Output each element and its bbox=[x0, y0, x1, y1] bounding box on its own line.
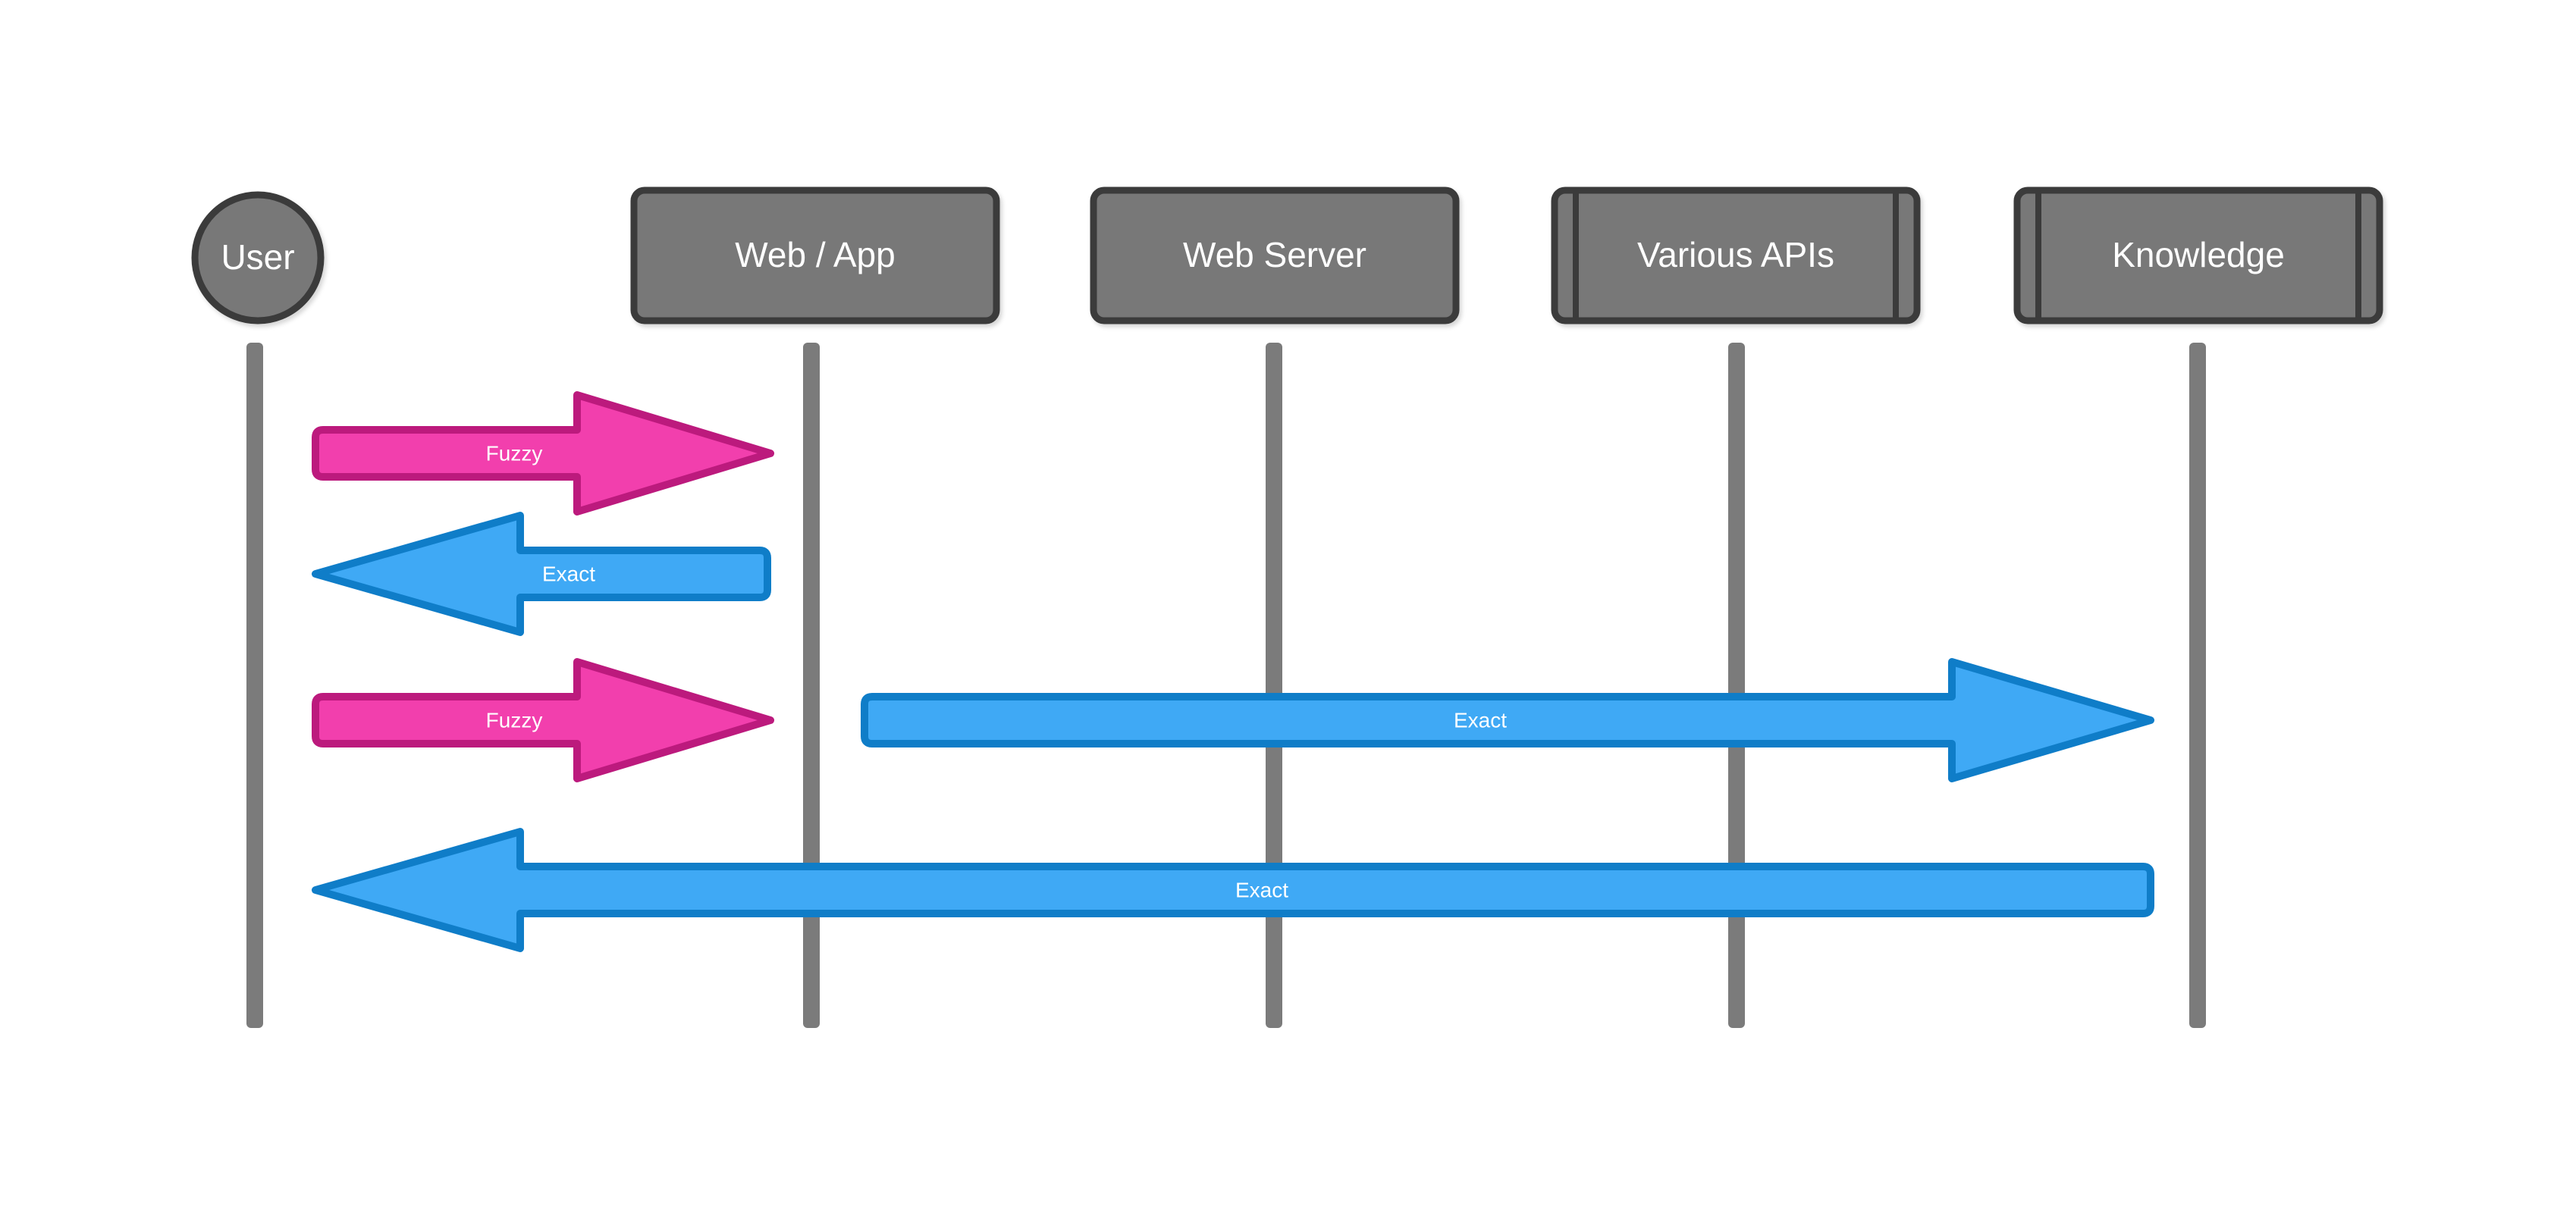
participant-box-web-server[interactable] bbox=[1090, 186, 1460, 324]
lifeline-user bbox=[246, 343, 263, 1028]
arrow-exact-left-msg-2[interactable] bbox=[312, 512, 771, 636]
participant-web-app[interactable]: Web / App bbox=[630, 186, 1000, 324]
actor-circle-user[interactable] bbox=[191, 191, 325, 324]
participant-label-web-app: Web / App bbox=[735, 235, 895, 274]
participant-label-user: User bbox=[221, 237, 294, 277]
participant-label-web-server: Web Server bbox=[1183, 235, 1366, 274]
arrow-exact-left-msg-5[interactable] bbox=[312, 828, 2154, 952]
message-label-msg-2: Exact bbox=[542, 562, 595, 585]
participant-label-knowledge: Knowledge bbox=[2112, 235, 2285, 274]
participant-user[interactable]: User bbox=[191, 191, 325, 324]
participants-layer: User Web / App Web Server Various APIs Knowl… bbox=[191, 186, 2383, 324]
message-label-msg-3: Fuzzy bbox=[486, 708, 543, 732]
message-msg-3[interactable]: Fuzzy bbox=[312, 658, 774, 782]
participant-box-knowledge[interactable] bbox=[2013, 186, 2383, 324]
lifeline-various-apis bbox=[1728, 343, 1745, 1028]
message-label-msg-5: Exact bbox=[1235, 878, 1288, 901]
participant-various-apis[interactable]: Various APIs bbox=[1551, 186, 1921, 324]
message-msg-1[interactable]: Fuzzy bbox=[312, 391, 774, 516]
arrow-exact-right-msg-4[interactable] bbox=[861, 658, 2154, 782]
lifeline-web-server bbox=[1266, 343, 1282, 1028]
message-msg-2[interactable]: Exact bbox=[312, 512, 771, 636]
participant-box-web-app[interactable] bbox=[630, 186, 1000, 324]
message-label-msg-1: Fuzzy bbox=[486, 441, 543, 465]
participant-web-server[interactable]: Web Server bbox=[1090, 186, 1460, 324]
message-label-msg-4: Exact bbox=[1454, 708, 1507, 732]
participant-label-various-apis: Various APIs bbox=[1637, 235, 1834, 274]
participant-knowledge[interactable]: Knowledge bbox=[2013, 186, 2383, 324]
message-msg-4[interactable]: Exact bbox=[861, 658, 2154, 782]
message-msg-5[interactable]: Exact bbox=[312, 828, 2154, 952]
participant-box-various-apis[interactable] bbox=[1551, 186, 1921, 324]
lifelines-layer bbox=[246, 343, 2206, 1028]
arrow-fuzzy-right-msg-3[interactable] bbox=[312, 658, 774, 782]
lifeline-knowledge bbox=[2189, 343, 2206, 1028]
lifeline-web-app bbox=[803, 343, 820, 1028]
arrow-fuzzy-right-msg-1[interactable] bbox=[312, 391, 774, 516]
